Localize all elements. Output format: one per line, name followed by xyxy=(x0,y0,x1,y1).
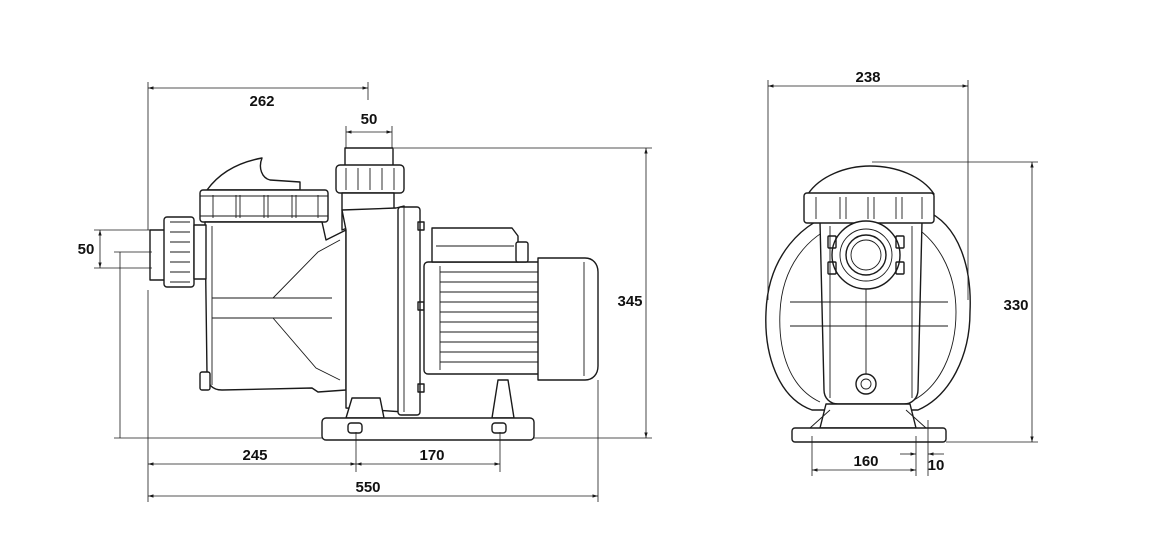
dim-inlet-diameter: 50 xyxy=(78,241,95,258)
flange-bolts xyxy=(417,221,425,393)
motor-fins xyxy=(439,266,540,370)
housing-flange xyxy=(397,206,421,416)
front-inlet-bore xyxy=(845,234,887,276)
dim-front-height: 330 xyxy=(1003,297,1028,314)
inlet-union-collar xyxy=(193,224,207,280)
dim-inlet-to-foot: 245 xyxy=(242,447,267,464)
dim-front-foot-hole: 10 xyxy=(928,457,945,474)
dim-overall-length: 550 xyxy=(355,479,380,496)
front-lid-dome xyxy=(807,165,935,195)
pump-foot xyxy=(345,397,385,419)
dim-foot-spacing: 170 xyxy=(419,447,444,464)
pump-housing xyxy=(341,205,405,413)
drain-plug xyxy=(199,371,211,391)
front-view-dimensions: 238 330 160 10 xyxy=(767,69,1038,476)
strainer-lid-handle xyxy=(206,157,301,191)
dim-front-foot-spacing: 160 xyxy=(853,453,878,470)
front-view xyxy=(765,165,971,443)
strainer-pot xyxy=(204,221,347,393)
side-view xyxy=(149,147,599,441)
strainer-lid-ribs xyxy=(200,195,328,218)
front-lid-ring xyxy=(803,192,935,224)
dim-height: 345 xyxy=(617,293,642,310)
motor-body xyxy=(423,261,545,375)
front-base-pedestal xyxy=(819,403,917,429)
dim-front-width: 238 xyxy=(855,69,880,86)
front-inlet-nut xyxy=(831,220,901,290)
front-base-plate xyxy=(791,427,947,443)
side-view-dimensions: 262 50 50 345 245 170 550 xyxy=(78,82,652,502)
terminal-box xyxy=(431,227,519,263)
motor-foot xyxy=(491,379,515,419)
strainer-pot-details xyxy=(211,226,341,385)
front-drain-plug xyxy=(855,373,877,395)
dim-inlet-to-outlet: 262 xyxy=(249,93,274,110)
base-plate xyxy=(321,417,535,441)
motor-end-cap xyxy=(537,257,599,381)
terminal-box-gland xyxy=(515,241,529,263)
dim-outlet-diameter: 50 xyxy=(361,111,378,128)
